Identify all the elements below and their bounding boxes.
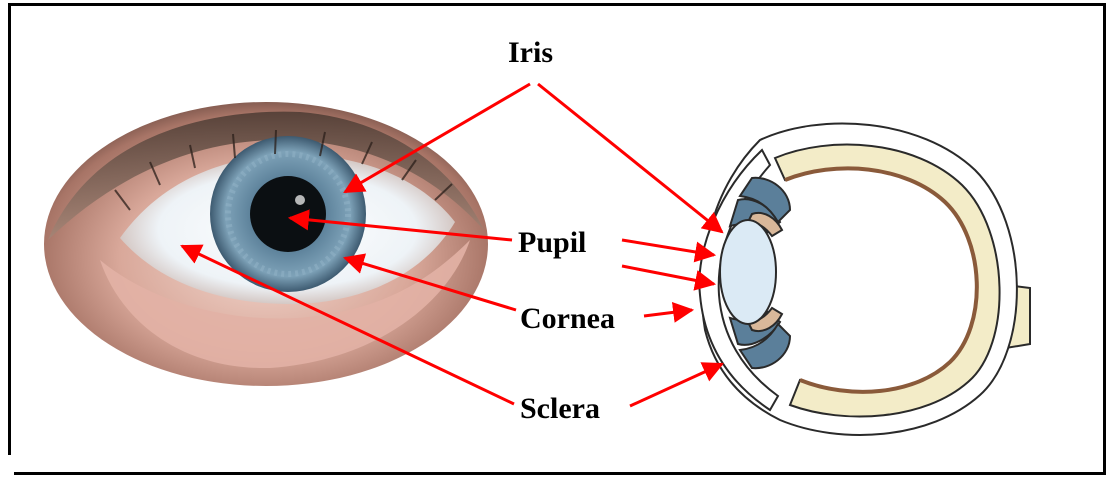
pupil-highlight: [295, 195, 305, 205]
lens: [720, 220, 776, 324]
label-cornea: Cornea: [520, 304, 615, 334]
arrow-sclera-diagram: [630, 364, 722, 406]
arrow-iris-diagram: [538, 84, 722, 232]
eye-photo: [44, 102, 488, 386]
arrow-cornea-diagram: [644, 310, 692, 316]
label-iris: Iris: [508, 38, 553, 68]
eye-pupil-region: [250, 176, 326, 252]
arrow-pupil-diagram-1: [622, 240, 714, 255]
label-pupil: Pupil: [518, 228, 586, 258]
eye-cross-section: [699, 123, 1030, 435]
label-sclera: Sclera: [520, 394, 600, 424]
frame-gap: [0, 455, 14, 481]
